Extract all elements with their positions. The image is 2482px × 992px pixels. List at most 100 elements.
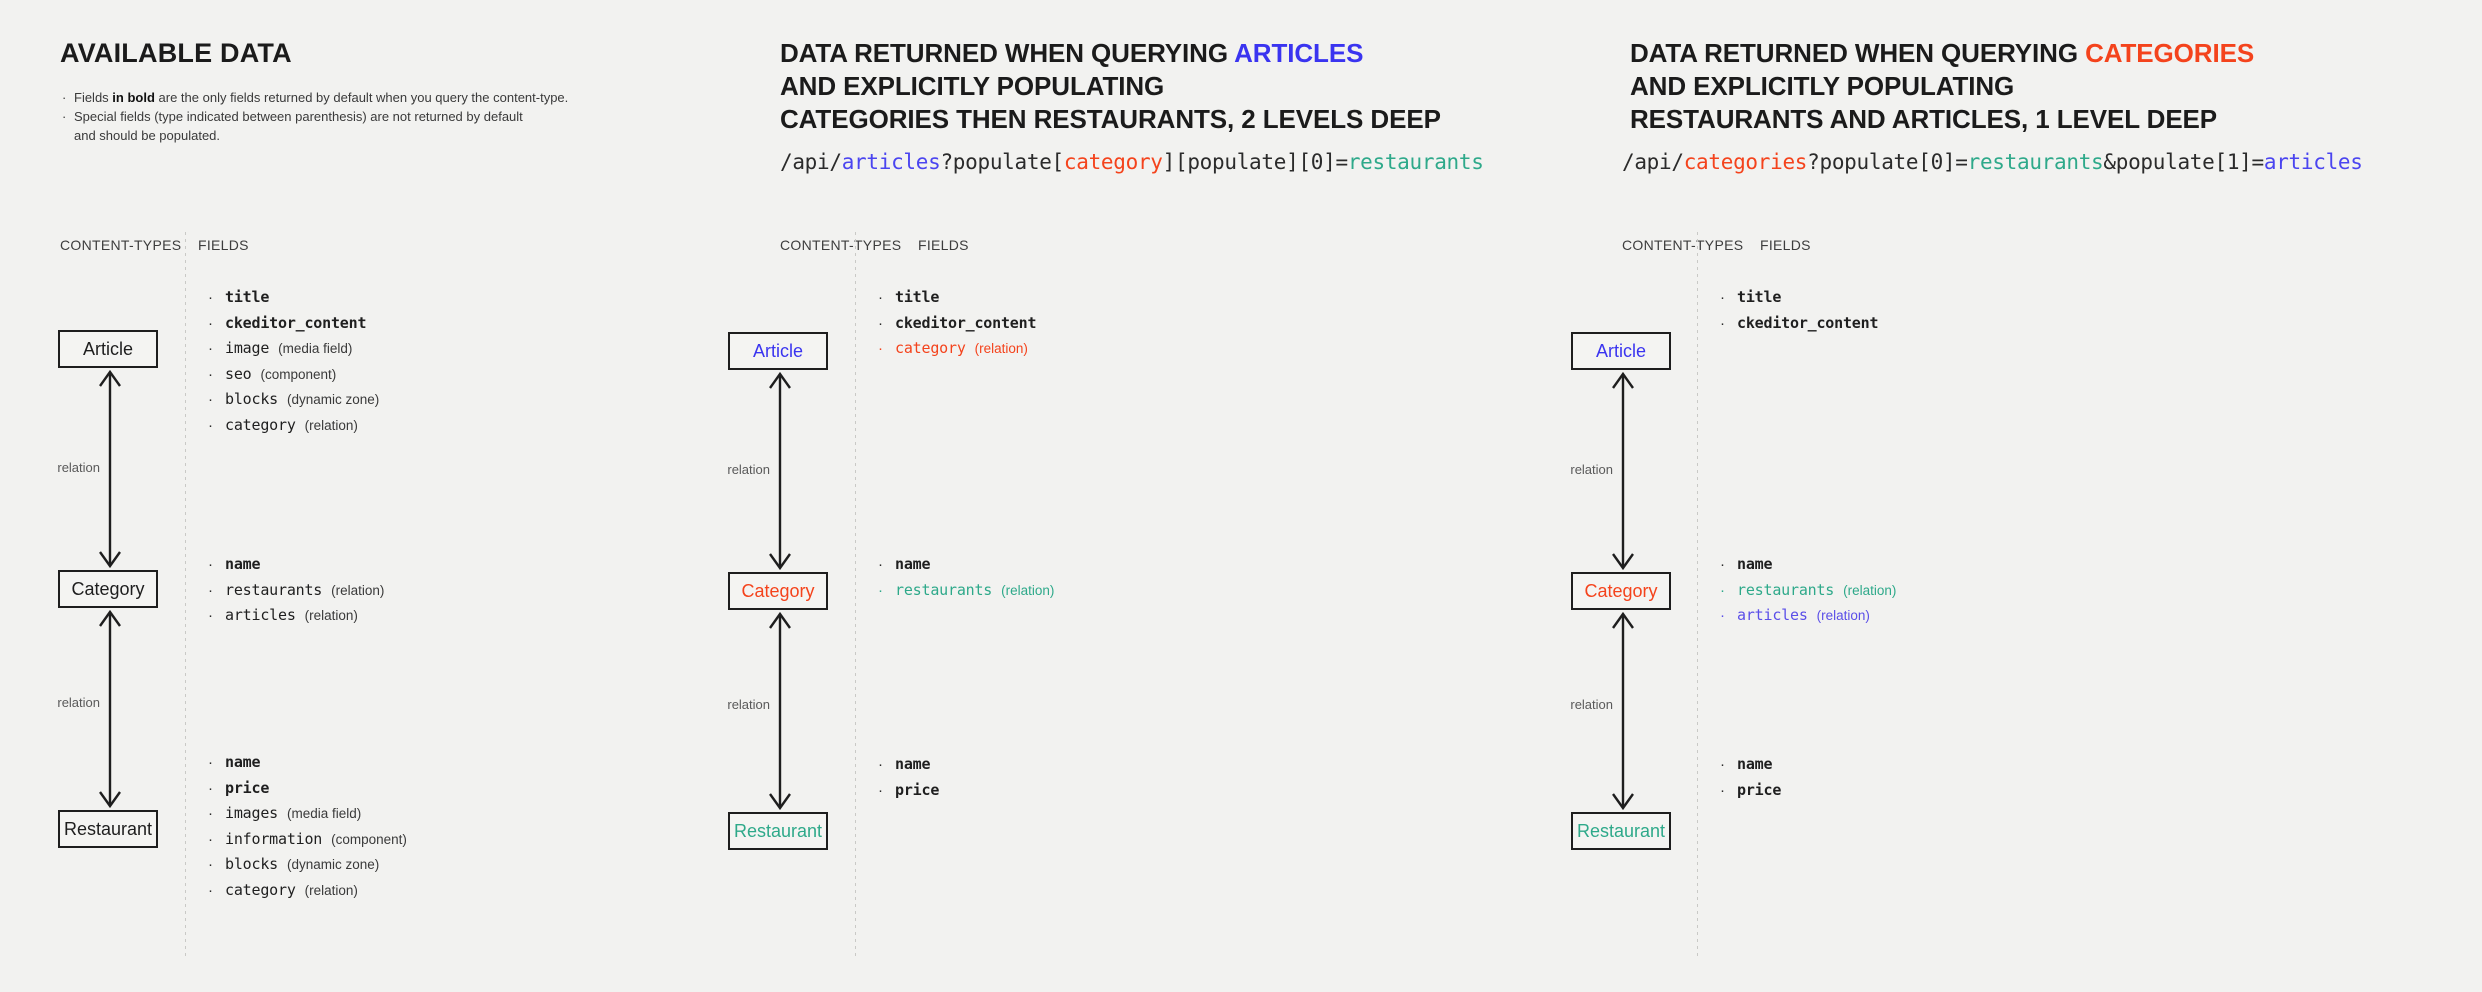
field-row: ·title xyxy=(1720,288,1878,314)
field-row: · name xyxy=(208,555,384,581)
field-name: restaurants xyxy=(895,580,993,599)
connector-category-restaurant xyxy=(1603,610,1643,812)
url-segment: category xyxy=(1063,150,1163,174)
url-segment: categories xyxy=(1683,150,1808,174)
bullet-icon: · xyxy=(208,581,213,599)
field-type: (media field) xyxy=(287,806,362,822)
url-segment: ][populate][0]= xyxy=(1162,150,1348,174)
double-arrow-icon xyxy=(99,369,121,569)
field-row: ·title xyxy=(878,288,1036,314)
field-name: category xyxy=(895,339,966,358)
field-row: ·ckeditor_content xyxy=(208,314,379,340)
node-restaurant[interactable]: Restaurant xyxy=(1571,812,1671,850)
node-restaurant[interactable]: Restaurant xyxy=(58,810,158,848)
url-segment: ?populate[ xyxy=(940,150,1064,174)
field-row: ·name xyxy=(208,753,407,779)
fields-restaurant: ·name·price xyxy=(878,755,939,806)
fields-article: ·title·ckeditor_content·category(relatio… xyxy=(878,288,1036,365)
bullet-icon: · xyxy=(1720,314,1725,332)
col-label-fields: FIELDS xyxy=(1760,237,1811,253)
bullet-icon: · xyxy=(878,314,883,332)
node-category[interactable]: Category xyxy=(1571,572,1671,610)
panel2-title-line1: DATA RETURNED WHEN QUERYING ARTICLES xyxy=(780,38,1364,68)
url-segment: restaurants xyxy=(1347,150,1484,174)
field-type: (dynamic zone) xyxy=(287,392,380,408)
field-row: ·ckeditor_content xyxy=(878,314,1036,340)
field-row: ·name xyxy=(878,755,939,781)
bullet-icon: · xyxy=(208,289,213,306)
double-arrow-icon xyxy=(1612,371,1634,571)
panel2-title-line2: AND EXPLICITLY POPULATING xyxy=(780,71,1165,101)
field-name: name xyxy=(225,555,261,573)
field-name: name xyxy=(1737,755,1773,773)
note-text: Special fields (type indicated between p… xyxy=(74,109,523,124)
field-row: ·blocks(dynamic zone) xyxy=(208,390,379,416)
node-category[interactable]: Category xyxy=(58,570,158,608)
field-type: (relation) xyxy=(304,608,358,624)
panel3-query-url: /api/categories?populate[0]=restaurants&… xyxy=(1622,150,2363,174)
bullet-icon: · xyxy=(208,556,213,573)
field-name: name xyxy=(895,755,931,773)
relation-label: relation xyxy=(1570,697,1613,712)
note-item-continuation: and should be populated. xyxy=(62,126,622,145)
field-type: (component) xyxy=(260,366,337,382)
panel3-title: DATA RETURNED WHEN QUERYING CATEGORIES A… xyxy=(1630,37,2254,136)
node-category[interactable]: Category xyxy=(728,572,828,610)
field-row: ·information(component) xyxy=(208,830,407,856)
node-article[interactable]: Article xyxy=(1571,332,1671,370)
connector-category-restaurant xyxy=(760,610,800,812)
bullet-icon: · xyxy=(208,881,213,899)
col-label-fields: FIELDS xyxy=(918,237,969,253)
panel3-title-line3: RESTAURANTS AND ARTICLES, 1 LEVEL DEEP xyxy=(1630,104,2218,134)
bullet-icon: · xyxy=(1720,581,1725,599)
field-type: (relation) xyxy=(304,417,358,433)
field-type: (relation) xyxy=(1001,582,1055,598)
field-type: (media field) xyxy=(278,341,353,357)
fields-article: ·title· ckeditor_content xyxy=(1720,288,1878,339)
field-name: seo xyxy=(225,364,252,383)
field-row: ·blocks(dynamic zone) xyxy=(208,855,407,881)
field-row: ·articles(relation) xyxy=(1720,606,1896,632)
relation-label: relation xyxy=(1570,462,1613,477)
field-name: articles xyxy=(1737,606,1808,625)
spacer xyxy=(62,126,74,145)
panel2-query-url: /api/articles?populate[category][populat… xyxy=(780,150,1484,174)
field-name: ckeditor_content xyxy=(225,313,367,332)
field-name: ckeditor_content xyxy=(1737,313,1879,332)
fields-restaurant: ·name·price·images(media field)·informat… xyxy=(208,753,407,907)
bullet-icon: · xyxy=(62,90,67,105)
bullet-icon: · xyxy=(208,607,213,625)
fields-category: ·name·restaurants(relation)·articles(rel… xyxy=(1720,555,1896,632)
panel-query-articles: DATA RETURNED WHEN QUERYING ARTICLES AND… xyxy=(720,0,1600,992)
url-segment: articles xyxy=(841,150,941,174)
connector-article-category xyxy=(760,370,800,572)
double-arrow-icon xyxy=(769,371,791,571)
field-name: category xyxy=(225,880,296,899)
panel1-notes: · Fields in bold are the only fields ret… xyxy=(62,88,622,145)
field-name: information xyxy=(225,829,323,848)
node-restaurant[interactable]: Restaurant xyxy=(728,812,828,850)
connector-category-restaurant xyxy=(90,608,130,810)
bullet-icon: · xyxy=(208,830,213,848)
field-row: ·name xyxy=(1720,755,1781,781)
field-row: ·images(media field) xyxy=(208,804,407,830)
node-article[interactable]: Article xyxy=(728,332,828,370)
field-type: (relation) xyxy=(331,582,385,598)
field-name: name xyxy=(225,753,261,771)
field-name: price xyxy=(1737,780,1782,799)
node-article[interactable]: Article xyxy=(58,330,158,368)
field-row: ·image(media field) xyxy=(208,339,379,365)
relation-label: relation xyxy=(57,460,100,475)
bullet-icon: · xyxy=(1720,289,1725,306)
bullet-icon: · xyxy=(208,391,213,409)
bullet-icon: · xyxy=(878,340,883,358)
col-label-content-types: CONTENT-TYPES xyxy=(1622,237,1744,253)
col-label-content-types: CONTENT-TYPES xyxy=(780,237,902,253)
relation-label: relation xyxy=(57,695,100,710)
url-segment: ?populate[0]= xyxy=(1807,150,1968,174)
column-divider xyxy=(1697,232,1698,960)
field-row: ·name xyxy=(878,555,1054,581)
url-segment: &populate[1]= xyxy=(2103,150,2264,174)
fields-restaurant: ·name·price xyxy=(1720,755,1781,806)
bullet-icon: · xyxy=(878,781,883,799)
